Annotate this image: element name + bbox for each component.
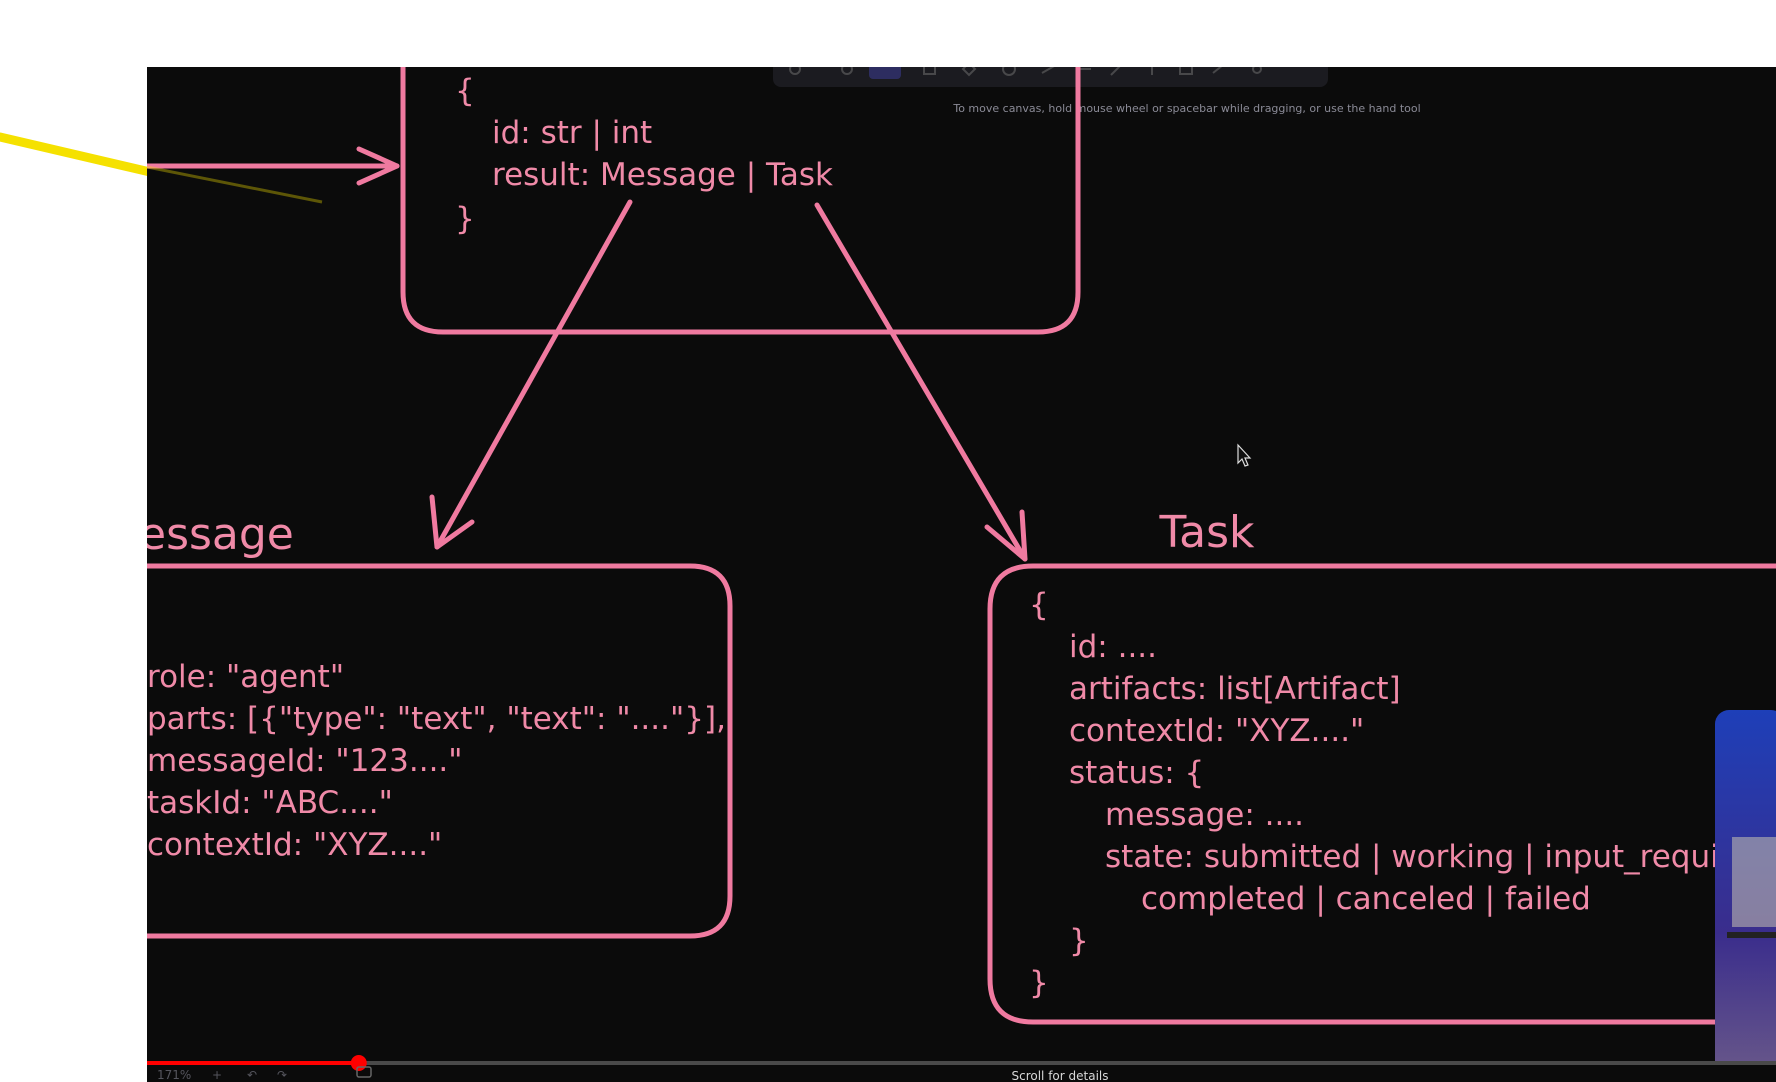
undo-icon[interactable]: ↶ (247, 1068, 257, 1082)
top-box-line: result: Message | Task (492, 157, 833, 193)
scroll-hint: Scroll for details (1011, 1069, 1108, 1082)
arrow-to-message (429, 199, 633, 550)
diamond-tool-icon[interactable] (961, 67, 977, 77)
pencil-tool-icon[interactable] (1110, 67, 1123, 76)
task-field-artifacts: artifacts: list[Artifact] (1069, 671, 1401, 707)
response-box[interactable]: { id: str | int result: Message | Task } (400, 67, 1081, 335)
task-line: } (1069, 923, 1089, 959)
rectangle-tool-icon[interactable] (923, 67, 936, 75)
comment-icon[interactable] (356, 1066, 372, 1078)
mouse-cursor-icon (1237, 443, 1252, 467)
task-line: } (1029, 965, 1049, 1001)
progress-fill (147, 1061, 359, 1065)
ellipse-tool-icon[interactable] (1002, 67, 1016, 76)
zoom-in-icon[interactable]: + (212, 1068, 222, 1082)
task-field-status: status: { (1069, 755, 1204, 791)
hand-icon[interactable] (841, 67, 853, 75)
zoom-level: 171% (157, 1068, 191, 1082)
incoming-arrow (147, 146, 400, 204)
message-field-messageid: messageId: "123...." (147, 743, 463, 779)
selected-tool-highlight (869, 67, 901, 79)
image-tool-icon[interactable] (1179, 67, 1193, 75)
video-frame[interactable]: To move canvas, hold mouse wheel or spac… (147, 67, 1776, 1082)
task-heading: Task (1159, 507, 1255, 558)
task-box[interactable]: { id: .... artifacts: list[Artifact] con… (987, 563, 1776, 1025)
message-field-contextid: contextId: "XYZ...." (147, 827, 442, 863)
task-status-state-cont: completed | canceled | failed (1141, 881, 1591, 917)
task-field-contextid: contextId: "XYZ...." (1069, 713, 1364, 749)
message-field-role: role: "agent" (147, 659, 344, 695)
progress-track[interactable] (147, 1061, 1776, 1065)
top-box-line: } (455, 201, 475, 237)
redo-icon[interactable]: ↷ (277, 1068, 287, 1082)
message-field-taskid: taskId: "ABC...." (147, 785, 393, 821)
presenter-webcam (1715, 710, 1776, 1082)
drawing-toolbar[interactable]: To move canvas, hold mouse wheel or spac… (773, 67, 1421, 115)
task-line: { (1029, 587, 1049, 623)
text-tool-icon[interactable] (1147, 67, 1157, 75)
more-tools-icon[interactable] (1252, 67, 1262, 74)
top-box-line: id: str | int (492, 115, 652, 151)
video-controls[interactable]: 171% + ↶ ↷ Scroll for details (147, 1055, 1776, 1082)
task-status-message: message: .... (1105, 797, 1304, 833)
arrow-to-task (814, 202, 1028, 562)
task-field-id: id: .... (1069, 629, 1157, 665)
lock-icon[interactable] (789, 67, 801, 75)
message-field-parts: parts: [{"type": "text", "text": "...."}… (147, 701, 726, 737)
eraser-tool-icon[interactable] (1212, 67, 1223, 74)
canvas-hint: To move canvas, hold mouse wheel or spac… (952, 102, 1420, 115)
arrow-tool-icon[interactable] (1041, 67, 1056, 74)
top-box-line: { (455, 73, 475, 109)
yellow-pointer-line (0, 132, 155, 177)
message-heading: essage (147, 509, 294, 560)
progress-scrubber[interactable] (350, 1055, 367, 1071)
whiteboard-canvas[interactable]: To move canvas, hold mouse wheel or spac… (147, 67, 1776, 1082)
task-status-state: state: submitted | working | input_requi… (1105, 839, 1732, 875)
message-box[interactable]: role: "agent" parts: [{"type": "text", "… (147, 563, 733, 939)
